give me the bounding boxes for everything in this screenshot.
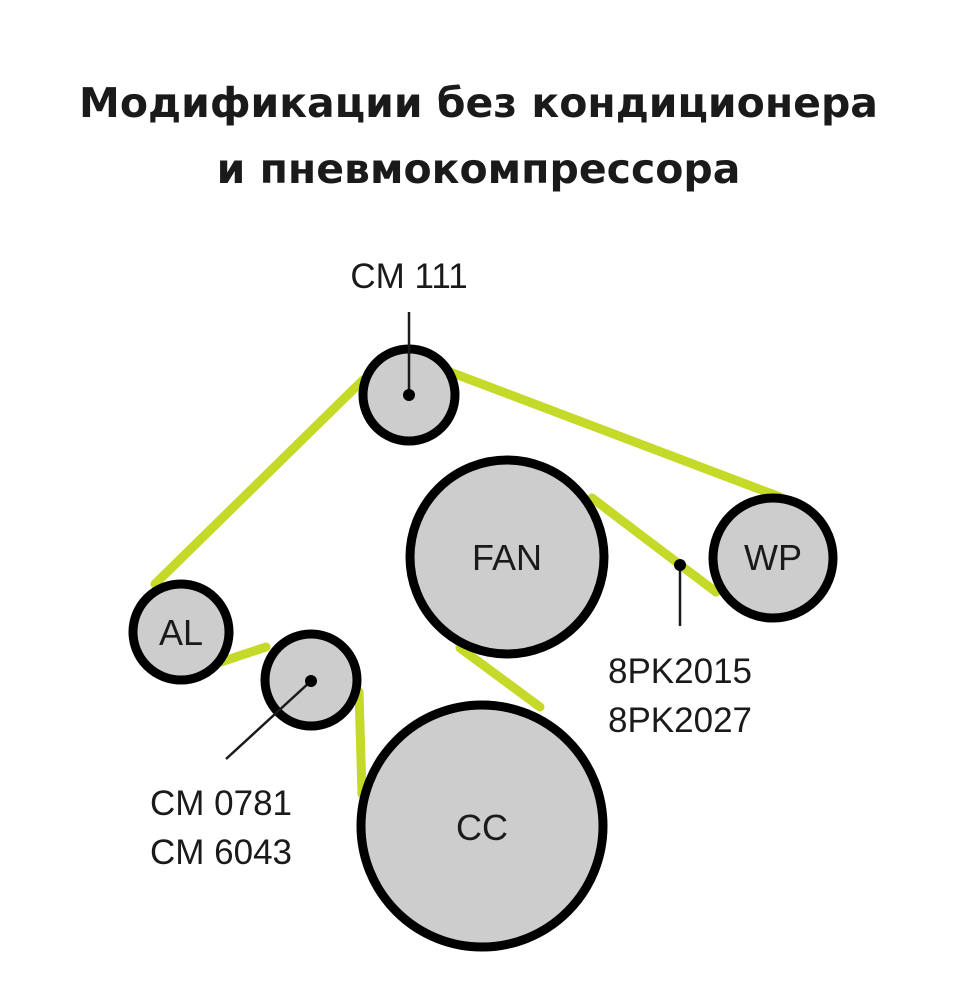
pulley-cc	[356, 700, 608, 952]
pulley-label-wp: WP	[744, 537, 802, 578]
pulley-al	[128, 579, 234, 685]
belt-segment-idler-to-al	[150, 375, 368, 589]
callout-tensioner-line-1: CM 0781	[150, 784, 292, 823]
leader-dot-belt	[674, 559, 686, 571]
belt-segment-tensioner-to-cc	[354, 687, 367, 799]
leader-line-tensioner	[225, 680, 312, 760]
title-line-2: и пневмокомпрессора	[216, 145, 741, 193]
leader-dot-tensioner	[305, 675, 317, 687]
pulley-wp	[708, 493, 838, 623]
pulley-label-cc: CC	[456, 807, 508, 848]
leader-dot-idler-top	[403, 389, 415, 401]
callout-belt-line-1: 8PK2015	[608, 652, 752, 691]
callout-belt-line-2: 8PK2027	[608, 701, 752, 740]
pulley-fan	[405, 455, 609, 659]
belt-segment-fan-to-wp	[587, 493, 721, 597]
pulley-label-fan: FAN	[472, 537, 542, 578]
title-line-1: Модификации без кондиционера	[79, 79, 878, 127]
pulley-label-al: AL	[159, 612, 203, 653]
callout-tensioner-line-2: CM 6043	[150, 833, 292, 872]
callout-idler-top: CM 111	[350, 257, 467, 296]
diagram-title: Модификации без кондиционера и пневмоком…	[0, 70, 957, 202]
belt-segment-idler-to-wp	[445, 367, 785, 502]
belt-segment-fan-to-cc	[455, 643, 545, 712]
